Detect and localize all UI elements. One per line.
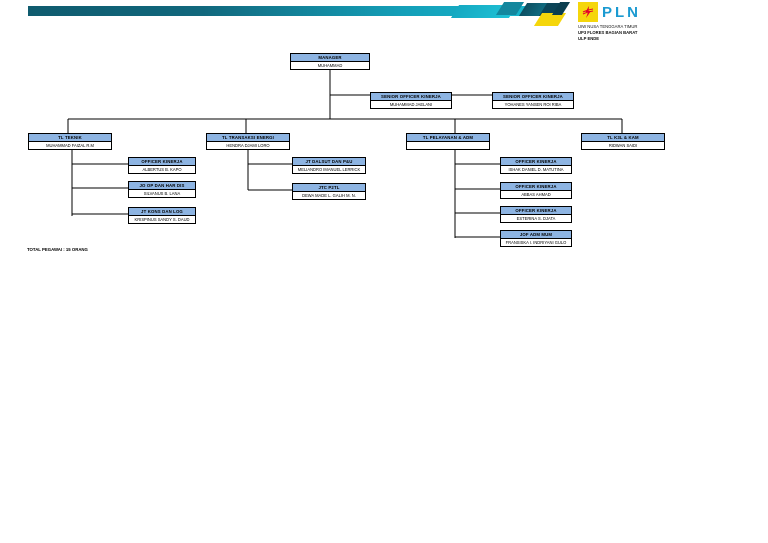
- banner-bar: [28, 6, 528, 16]
- brand-block: PLN UIW NUSA TENGGARA TIMUR UP3 FLORES B…: [578, 2, 758, 42]
- logo-row: PLN: [578, 2, 758, 22]
- node-name: MUHAMMAD: [291, 62, 369, 69]
- node-title: SENIOR OFFICER KINERJA: [371, 93, 451, 101]
- node-tl-pelayanan-adm[interactable]: TL PELAYANAN & ADM: [406, 133, 490, 150]
- node-title: OFFICER KINERJA: [501, 183, 571, 191]
- node-jof-adm-mum[interactable]: JOF ADM MUM FRANSISKA I. INDRIYANI GULO: [500, 230, 572, 247]
- node-title: JOF ADM MUM: [501, 231, 571, 239]
- node-officer-kinerja-yan-3[interactable]: OFFICER KINERJA ESTERINA S. DJATA: [500, 206, 572, 223]
- unit-line-3: ULP ENDE: [578, 36, 600, 42]
- node-name: [407, 142, 489, 149]
- node-jt-kons-dan-log[interactable]: JT KONS DAN LOG KRISPINUS SANDY S. DAUD: [128, 207, 196, 224]
- node-title: OFFICER KINERJA: [129, 158, 195, 166]
- node-title: JO OP DAN HAR DIS: [129, 182, 195, 190]
- node-title: TL K3L & KAM: [582, 134, 664, 142]
- node-name: YOHANES YANSEN ROI RIBA: [493, 101, 573, 108]
- node-title: JTC P2TL: [293, 184, 365, 192]
- node-tl-k3l-kam[interactable]: TL K3L & KAM RIDWAN SAIDI: [581, 133, 665, 150]
- node-name: ALBERTUS B. KAPO: [129, 166, 195, 173]
- node-title: JT KONS DAN LOG: [129, 208, 195, 216]
- node-title: TL PELAYANAN & ADM: [407, 134, 489, 142]
- node-officer-kinerja-yan-2[interactable]: OFFICER KINERJA ABBAS AHMAD: [500, 182, 572, 199]
- pln-lightning-icon: [578, 2, 598, 22]
- node-title: JT DALSUT DAN P&U: [293, 158, 365, 166]
- node-officer-kinerja-teknik[interactable]: OFFICER KINERJA ALBERTUS B. KAPO: [128, 157, 196, 174]
- node-name: SILVANUS B. LANA: [129, 190, 195, 197]
- node-jtc-p2tl[interactable]: JTC P2TL DEWA MADE L. GALIH M. N.: [292, 183, 366, 200]
- node-title: SENIOR OFFICER KINERJA: [493, 93, 573, 101]
- node-name: ABBAS AHMAD: [501, 191, 571, 198]
- unit-line-1: UIW NUSA TENGGARA TIMUR: [578, 24, 638, 29]
- node-name: DEWA MADE L. GALIH M. N.: [293, 192, 365, 199]
- node-jt-dalsut-dan-pu[interactable]: JT DALSUT DAN P&U MELIANDRO IMANUEL LERR…: [292, 157, 366, 174]
- node-title: OFFICER KINERJA: [501, 158, 571, 166]
- node-name: MUHAMMAD JAELANI: [371, 101, 451, 108]
- node-tl-transaksi-energi[interactable]: TL TRANSAKSI ENERGI HENDRA DJAMI LORO: [206, 133, 290, 150]
- brand-wordmark: PLN: [602, 3, 641, 21]
- node-title: MANAGER: [291, 54, 369, 62]
- node-name: ISHAK DANIEL D. MATUTINA: [501, 166, 571, 173]
- node-senior-officer-kinerja-2[interactable]: SENIOR OFFICER KINERJA YOHANES YANSEN RO…: [492, 92, 574, 109]
- node-officer-kinerja-yan-1[interactable]: OFFICER KINERJA ISHAK DANIEL D. MATUTINA: [500, 157, 572, 174]
- node-name: MELIANDRO IMANUEL LERRICK: [293, 166, 365, 173]
- node-name: ESTERINA S. DJATA: [501, 215, 571, 222]
- node-name: HENDRA DJAMI LORO: [207, 142, 289, 149]
- unit-lines: UIW NUSA TENGGARA TIMUR UP3 FLORES BAGIA…: [578, 24, 758, 42]
- node-title: TL TRANSAKSI ENERGI: [207, 134, 289, 142]
- node-title: TL TEKNIK: [29, 134, 111, 142]
- node-name: FRANSISKA I. INDRIYANI GULO: [501, 239, 571, 246]
- node-title: OFFICER KINERJA: [501, 207, 571, 215]
- header-banner: [0, 0, 768, 26]
- node-name: KRISPINUS SANDY S. DAUD: [129, 216, 195, 223]
- unit-line-2: UP3 FLORES BAGIAN BARAT: [578, 30, 638, 36]
- node-manager[interactable]: MANAGER MUHAMMAD: [290, 53, 370, 70]
- node-name: MUHAMMAD FAIZAL R.M: [29, 142, 111, 149]
- node-name: RIDWAN SAIDI: [582, 142, 664, 149]
- total-employees-label: TOTAL PEGAWAI : 15 ORANG: [27, 247, 88, 252]
- node-senior-officer-kinerja-1[interactable]: SENIOR OFFICER KINERJA MUHAMMAD JAELANI: [370, 92, 452, 109]
- node-jo-op-dan-har-dis[interactable]: JO OP DAN HAR DIS SILVANUS B. LANA: [128, 181, 196, 198]
- node-tl-teknik[interactable]: TL TEKNIK MUHAMMAD FAIZAL R.M: [28, 133, 112, 150]
